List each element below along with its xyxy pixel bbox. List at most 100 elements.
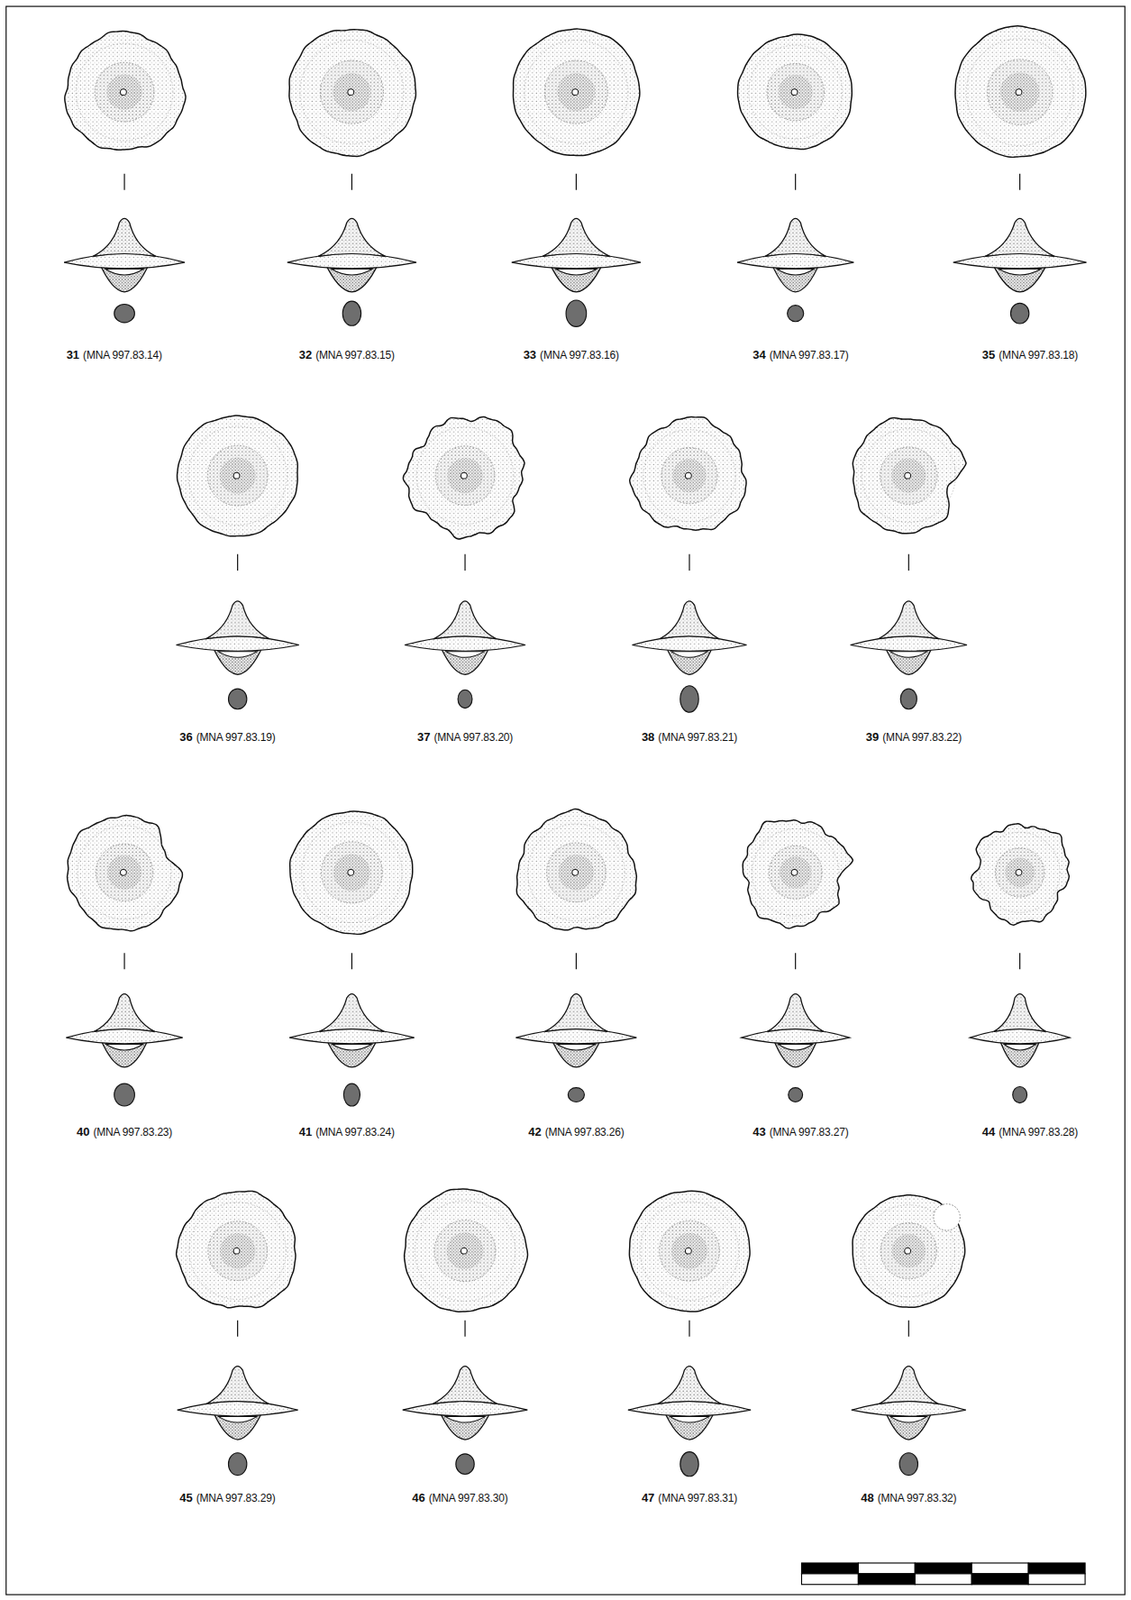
- object-drawing: [628, 1190, 751, 1477]
- scale-segment: [971, 1562, 1029, 1574]
- section-profile: [567, 1087, 584, 1103]
- inventory-number: (MNA 997.83.30): [428, 1491, 509, 1505]
- view-tick: [688, 1320, 690, 1337]
- inventory-number: (MNA 997.83.27): [769, 1125, 849, 1139]
- object-drawing: [65, 814, 183, 1106]
- item-number: 48: [860, 1490, 874, 1505]
- cone-shade: [333, 853, 371, 891]
- inventory-number: (MNA 997.83.18): [998, 348, 1078, 362]
- view-tick: [464, 1320, 466, 1337]
- cone: [319, 994, 384, 1032]
- cone-shade: [332, 72, 371, 111]
- object-drawing: [629, 416, 748, 712]
- top-view: [971, 823, 1070, 925]
- restored-area: [933, 1203, 960, 1231]
- catalog-label: 39(MNA 997.83.22): [866, 728, 962, 745]
- hole: [671, 651, 708, 658]
- object-outline: [852, 417, 967, 533]
- scale-bar: [801, 1562, 1086, 1585]
- top-view: [852, 1194, 966, 1308]
- ring-line: [748, 45, 843, 139]
- view-tick: [794, 173, 796, 191]
- scale-segment: [801, 1562, 858, 1574]
- flange: [289, 1028, 415, 1044]
- apex-dot: [572, 868, 579, 876]
- object-outline: [289, 29, 416, 157]
- cone-shade: [556, 72, 595, 111]
- view-tick: [464, 554, 466, 571]
- hole: [776, 268, 814, 275]
- apex-dot: [233, 472, 240, 479]
- cone: [318, 218, 385, 256]
- apex-dot: [1015, 868, 1022, 876]
- ring-line: [861, 428, 956, 523]
- flange: [176, 635, 300, 651]
- inventory-number: (MNA 997.83.16): [539, 348, 620, 362]
- catalog-label: 32(MNA 997.83.15): [299, 346, 395, 363]
- section-profile: [1012, 1085, 1028, 1103]
- hole: [890, 651, 928, 658]
- hole: [445, 1416, 485, 1423]
- hole: [332, 1044, 373, 1051]
- section-profile: [228, 1452, 247, 1476]
- catalog-label: 46(MNA 997.83.30): [411, 1488, 508, 1505]
- top-view: [67, 814, 183, 931]
- object-outline: [177, 415, 299, 537]
- catalog-label: 41(MNA 997.83.24): [299, 1122, 395, 1140]
- object-outline: [742, 820, 853, 929]
- flange: [969, 1028, 1070, 1044]
- view-tick: [237, 1320, 238, 1337]
- side-view: [953, 218, 1087, 292]
- section-profile: [787, 305, 804, 322]
- object-outline: [516, 809, 637, 931]
- inventory-number: (MNA 997.83.21): [657, 730, 738, 744]
- cone-shade: [779, 856, 812, 888]
- hole: [998, 268, 1041, 275]
- cone-base: [95, 843, 153, 901]
- item-number: 32: [299, 347, 312, 362]
- cone-base: [544, 60, 608, 124]
- item-number: 41: [299, 1124, 312, 1139]
- cone-base: [659, 1220, 721, 1281]
- item-number: 37: [417, 729, 430, 744]
- apex-dot: [904, 1247, 912, 1254]
- cone-shade: [219, 1232, 256, 1268]
- side-view: [628, 1366, 751, 1440]
- object-outline: [403, 416, 526, 539]
- apex-dot: [1015, 89, 1022, 96]
- side-view: [850, 601, 967, 675]
- flange: [515, 1028, 637, 1044]
- item-number: 45: [179, 1490, 192, 1505]
- apex-dot: [904, 472, 912, 479]
- section-profile: [456, 1453, 475, 1475]
- ring-line: [301, 821, 402, 922]
- side-view: [851, 1366, 967, 1440]
- top-view: [629, 1190, 750, 1312]
- top-view: [852, 417, 967, 533]
- flange: [953, 253, 1087, 269]
- item-number: 39: [866, 729, 879, 744]
- catalog-label: 34(MNA 997.83.17): [752, 346, 849, 363]
- catalog-label: 40(MNA 997.83.23): [76, 1122, 173, 1140]
- catalog-label: 44(MNA 997.83.28): [982, 1122, 1078, 1140]
- apex-dot: [347, 868, 355, 876]
- object-drawing: [741, 820, 854, 1103]
- scale-segment: [1028, 1562, 1086, 1574]
- flange: [851, 1400, 967, 1416]
- ring-line: [528, 823, 626, 922]
- view-tick: [794, 952, 796, 969]
- catalog-label: 38(MNA 997.83.21): [641, 728, 738, 745]
- flange: [402, 1400, 529, 1416]
- view-tick: [908, 554, 910, 571]
- object-outline: [971, 823, 1070, 925]
- item-number: 35: [982, 347, 995, 362]
- section-profile: [1010, 302, 1029, 324]
- hole: [556, 1044, 595, 1051]
- side-view: [402, 1366, 529, 1440]
- section-profile: [900, 688, 917, 710]
- catalog-label: 37(MNA 997.83.20): [417, 728, 513, 745]
- apex-dot: [684, 1247, 692, 1254]
- hole: [670, 1416, 710, 1423]
- top-view: [404, 1188, 529, 1312]
- cone-base: [994, 848, 1044, 897]
